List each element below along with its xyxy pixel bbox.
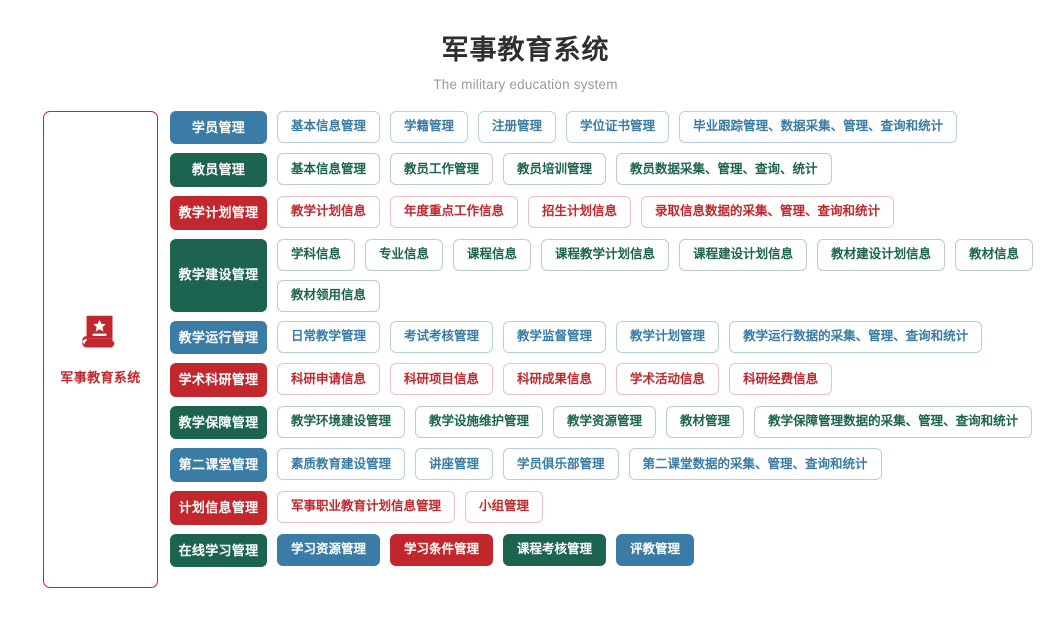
page-subtitle: The military education system xyxy=(433,76,618,92)
child-item-button[interactable]: 学术活动信息 xyxy=(616,363,720,396)
child-item-button[interactable]: 学习条件管理 xyxy=(390,533,494,566)
child-item-button[interactable]: 素质教育建设管理 xyxy=(277,448,406,481)
child-item-button[interactable]: 教学计划管理 xyxy=(616,320,720,353)
category-children: 基本信息管理教员工作管理教员培训管理教员数据采集、管理、查询、统计 xyxy=(277,153,1041,187)
category-button[interactable]: 教学计划管理 xyxy=(170,195,267,230)
child-item-button[interactable]: 教员数据采集、管理、查询、统计 xyxy=(616,153,832,186)
child-item-button[interactable]: 军事职业教育计划信息管理 xyxy=(277,490,456,523)
child-item-button[interactable]: 教学保障管理数据的采集、管理、查询和统计 xyxy=(754,405,1033,438)
page-header: 军事教育系统 The military education system xyxy=(0,0,1051,92)
child-item-button[interactable]: 科研项目信息 xyxy=(390,363,494,396)
child-item-button[interactable]: 学习资源管理 xyxy=(277,533,381,566)
child-item-button[interactable]: 教学运行数据的采集、管理、查询和统计 xyxy=(729,320,983,353)
child-item-button[interactable]: 学员俱乐部管理 xyxy=(503,448,619,481)
category-button[interactable]: 在线学习管理 xyxy=(170,533,267,568)
child-item-button[interactable]: 教材领用信息 xyxy=(277,279,381,312)
child-item-button[interactable]: 录取信息数据的采集、管理、查询和统计 xyxy=(641,195,895,228)
category-button[interactable]: 教学保障管理 xyxy=(170,405,267,440)
child-item-button[interactable]: 注册管理 xyxy=(478,110,557,143)
child-item-button[interactable]: 科研成果信息 xyxy=(503,363,607,396)
category-children: 基本信息管理学籍管理注册管理学位证书管理毕业跟踪管理、数据采集、管理、查询和统计 xyxy=(277,110,1041,145)
category-button[interactable]: 教学运行管理 xyxy=(170,320,267,355)
category-row: 教学建设管理学科信息专业信息课程信息课程教学计划信息课程建设计划信息教材建设计划… xyxy=(170,238,1041,312)
child-item-button[interactable]: 课程教学计划信息 xyxy=(541,238,670,271)
child-item-button[interactable]: 招生计划信息 xyxy=(528,195,632,228)
category-button[interactable]: 教员管理 xyxy=(170,153,267,187)
category-children: 学科信息专业信息课程信息课程教学计划信息课程建设计划信息教材建设计划信息教材信息… xyxy=(277,238,1041,312)
child-item-button[interactable]: 学位证书管理 xyxy=(566,110,670,143)
child-item-button[interactable]: 学科信息 xyxy=(277,238,356,271)
child-item-button[interactable]: 课程建设计划信息 xyxy=(679,238,808,271)
category-row: 教学保障管理教学环境建设管理教学设施维护管理教学资源管理教材管理教学保障管理数据… xyxy=(170,405,1041,440)
child-item-button[interactable]: 教材管理 xyxy=(666,405,745,438)
child-item-button[interactable]: 教学环境建设管理 xyxy=(277,405,406,438)
category-row: 教员管理基本信息管理教员工作管理教员培训管理教员数据采集、管理、查询、统计 xyxy=(170,153,1041,187)
child-item-button[interactable]: 教学设施维护管理 xyxy=(415,405,544,438)
child-item-button[interactable]: 第二课堂数据的采集、管理、查询和统计 xyxy=(628,448,882,481)
system-root-label: 军事教育系统 xyxy=(60,370,141,386)
child-item-button[interactable]: 教员工作管理 xyxy=(390,153,494,186)
category-row: 教学计划管理教学计划信息年度重点工作信息招生计划信息录取信息数据的采集、管理、查… xyxy=(170,195,1041,230)
child-item-button[interactable]: 日常教学管理 xyxy=(277,320,381,353)
category-children: 教学计划信息年度重点工作信息招生计划信息录取信息数据的采集、管理、查询和统计 xyxy=(277,195,1041,230)
child-item-button[interactable]: 课程考核管理 xyxy=(503,533,607,566)
child-item-button[interactable]: 教学资源管理 xyxy=(553,405,657,438)
child-item-button[interactable]: 教学计划信息 xyxy=(277,195,381,228)
category-children: 教学环境建设管理教学设施维护管理教学资源管理教材管理教学保障管理数据的采集、管理… xyxy=(277,405,1041,440)
child-item-button[interactable]: 评教管理 xyxy=(616,533,695,566)
category-row: 学术科研管理科研申请信息科研项目信息科研成果信息学术活动信息科研经费信息 xyxy=(170,363,1041,397)
child-item-button[interactable]: 教材信息 xyxy=(955,238,1034,271)
child-item-button[interactable]: 年度重点工作信息 xyxy=(390,195,519,228)
book-star-icon xyxy=(78,312,124,358)
child-item-button[interactable]: 考试考核管理 xyxy=(390,320,494,353)
category-row: 计划信息管理军事职业教育计划信息管理小组管理 xyxy=(170,490,1041,525)
category-button[interactable]: 第二课堂管理 xyxy=(170,448,267,482)
category-row: 学员管理基本信息管理学籍管理注册管理学位证书管理毕业跟踪管理、数据采集、管理、查… xyxy=(170,110,1041,145)
child-item-button[interactable]: 教员培训管理 xyxy=(503,153,607,186)
page-title: 军事教育系统 xyxy=(441,35,610,65)
category-row: 第二课堂管理素质教育建设管理讲座管理学员俱乐部管理第二课堂数据的采集、管理、查询… xyxy=(170,448,1041,482)
system-root-card[interactable]: 军事教育系统 xyxy=(43,110,158,588)
child-item-button[interactable]: 教学监督管理 xyxy=(503,320,607,353)
category-children: 学习资源管理学习条件管理课程考核管理评教管理 xyxy=(277,533,1041,568)
child-item-button[interactable]: 课程信息 xyxy=(453,238,532,271)
child-item-button[interactable]: 学籍管理 xyxy=(390,110,469,143)
category-children: 军事职业教育计划信息管理小组管理 xyxy=(277,490,1041,525)
child-item-button[interactable]: 科研经费信息 xyxy=(729,363,833,396)
category-children: 素质教育建设管理讲座管理学员俱乐部管理第二课堂数据的采集、管理、查询和统计 xyxy=(277,448,1041,482)
category-row: 在线学习管理学习资源管理学习条件管理课程考核管理评教管理 xyxy=(170,533,1041,568)
category-row: 教学运行管理日常教学管理考试考核管理教学监督管理教学计划管理教学运行数据的采集、… xyxy=(170,320,1041,355)
category-button[interactable]: 教学建设管理 xyxy=(170,238,267,312)
child-item-button[interactable]: 小组管理 xyxy=(465,490,544,523)
child-item-button[interactable]: 基本信息管理 xyxy=(277,153,381,186)
child-item-button[interactable]: 基本信息管理 xyxy=(277,110,381,143)
category-button[interactable]: 学术科研管理 xyxy=(170,363,267,397)
system-root-card-inner: 军事教育系统 xyxy=(60,312,140,386)
category-children: 日常教学管理考试考核管理教学监督管理教学计划管理教学运行数据的采集、管理、查询和… xyxy=(277,320,1041,355)
child-item-button[interactable]: 科研申请信息 xyxy=(277,363,381,396)
child-item-button[interactable]: 讲座管理 xyxy=(415,448,494,481)
child-item-button[interactable]: 毕业跟踪管理、数据采集、管理、查询和统计 xyxy=(679,110,958,143)
category-children: 科研申请信息科研项目信息科研成果信息学术活动信息科研经费信息 xyxy=(277,363,1041,397)
category-button[interactable]: 学员管理 xyxy=(170,110,267,145)
child-item-button[interactable]: 教材建设计划信息 xyxy=(817,238,946,271)
content-area: 军事教育系统 学员管理基本信息管理学籍管理注册管理学位证书管理毕业跟踪管理、数据… xyxy=(0,92,1051,588)
child-item-button[interactable]: 专业信息 xyxy=(365,238,444,271)
category-button[interactable]: 计划信息管理 xyxy=(170,490,267,525)
category-rows: 学员管理基本信息管理学籍管理注册管理学位证书管理毕业跟踪管理、数据采集、管理、查… xyxy=(170,110,1051,588)
